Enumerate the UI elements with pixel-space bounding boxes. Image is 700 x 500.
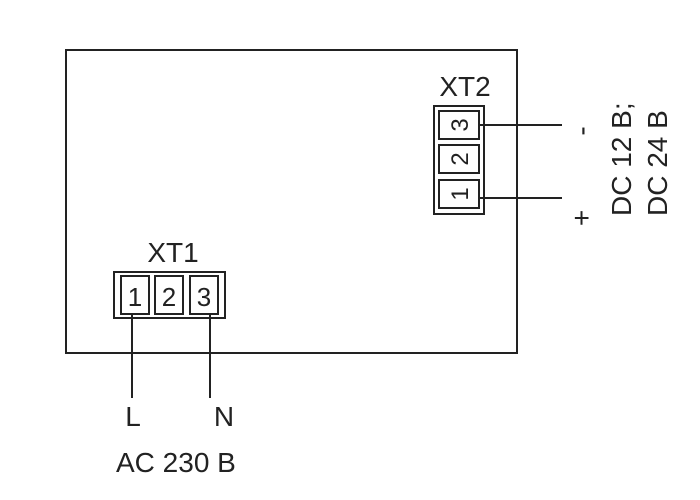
xt1-wire-l-label: L <box>125 401 141 432</box>
xt2-plus-label: + <box>566 210 597 226</box>
xt1-terminal-1 <box>120 275 150 315</box>
xt2-terminal-3-number: 3 <box>447 118 474 131</box>
xt1-terminal-2-number: 2 <box>162 282 176 312</box>
xt2-terminal-1-number: 1 <box>447 187 474 200</box>
xt2-supply-label-line2: DC 24 B <box>642 110 673 216</box>
xt1-supply-label: AC 230 B <box>116 447 236 478</box>
xt2-minus-label: - <box>566 126 597 135</box>
device-enclosure <box>65 49 518 354</box>
xt1-wire-n-label: N <box>214 401 234 432</box>
xt2-terminal-strip <box>433 105 485 215</box>
xt1-label: XT1 <box>147 237 198 268</box>
xt1-terminal-block: XT1 1 2 3 L N AC 230 B <box>113 237 236 478</box>
xt2-supply-label-line1: DC 12 B; <box>606 102 637 216</box>
xt1-terminal-strip <box>113 271 226 319</box>
xt2-terminal-2-number: 2 <box>447 152 474 165</box>
xt2-terminal-block: XT2 3 2 1 - + DC 12 B; DC 24 B <box>433 71 673 226</box>
xt2-terminal-2 <box>438 144 480 174</box>
xt1-terminal-3 <box>189 275 219 315</box>
xt1-terminal-2 <box>154 275 184 315</box>
xt1-terminal-3-number: 3 <box>197 282 211 312</box>
xt2-terminal-1 <box>438 179 480 209</box>
xt1-terminal-1-number: 1 <box>128 282 142 312</box>
xt2-label: XT2 <box>439 71 490 102</box>
